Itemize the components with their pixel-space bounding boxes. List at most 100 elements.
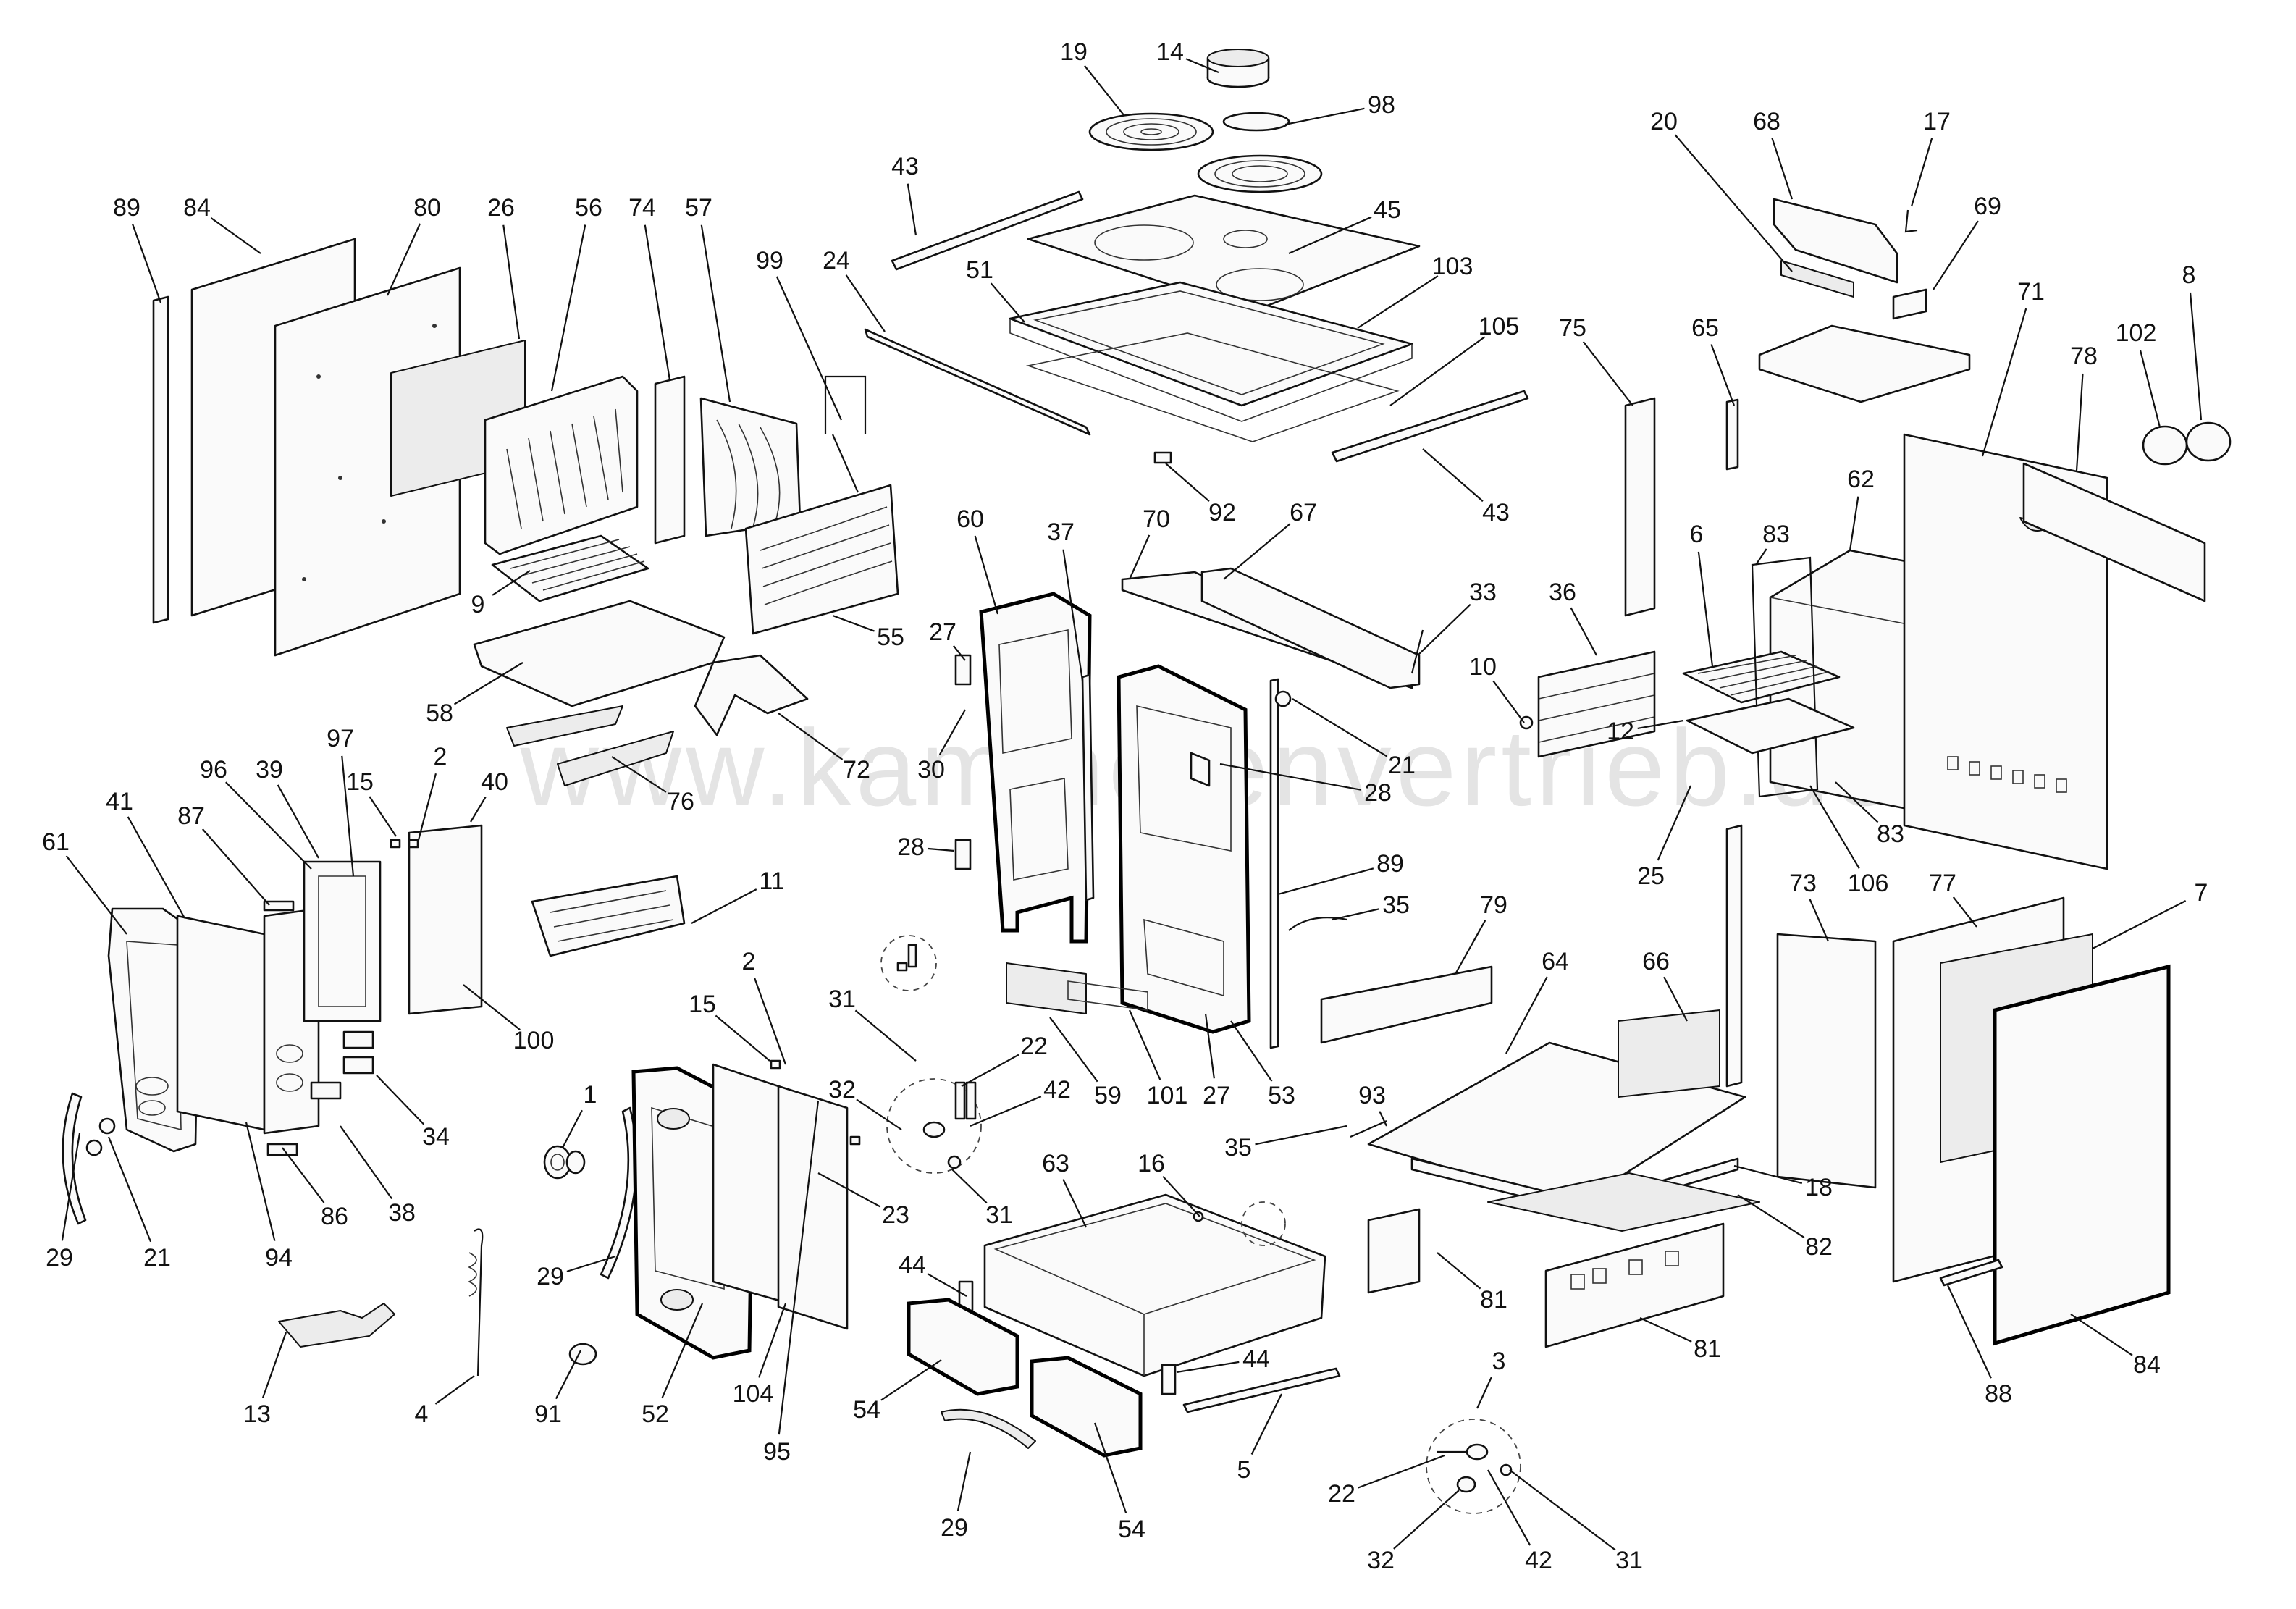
part-number: 100 xyxy=(513,1027,555,1054)
leader-line xyxy=(754,978,787,1065)
part-number: 5 xyxy=(1237,1456,1251,1484)
part-label-89: 89 xyxy=(113,194,162,303)
part-number: 67 xyxy=(1290,499,1317,526)
leader-line xyxy=(1849,496,1859,551)
leader-line xyxy=(1128,1009,1161,1080)
flue-collar-part xyxy=(1206,49,1270,88)
leader-line xyxy=(1389,336,1486,406)
leader-line xyxy=(1437,1252,1481,1290)
front-rod-part xyxy=(864,328,1091,436)
part-number: 7 xyxy=(2195,879,2208,907)
part-number: 93 xyxy=(1358,1082,1386,1109)
part-number: 33 xyxy=(1469,579,1497,606)
firebox-side-profile xyxy=(654,375,686,545)
leader-line xyxy=(1379,1111,1387,1127)
drawer-front-right xyxy=(1030,1356,1143,1458)
part-label-92: 92 xyxy=(1165,463,1236,526)
screw-part-d xyxy=(849,1135,861,1146)
part-label-72: 72 xyxy=(778,713,870,784)
part-label-103: 103 xyxy=(1357,253,1473,329)
vertical-post-part xyxy=(1725,824,1743,1088)
part-label-10: 10 xyxy=(1469,653,1525,723)
leader-line xyxy=(1223,523,1291,580)
part-number: 56 xyxy=(575,194,602,222)
part-label-66: 66 xyxy=(1642,948,1688,1022)
leader-line xyxy=(1255,1125,1347,1146)
leader-line xyxy=(1162,1175,1200,1217)
part-label-70: 70 xyxy=(1128,505,1170,580)
part-number: 45 xyxy=(1374,196,1401,224)
leader-line xyxy=(2139,349,2161,428)
part-number: 42 xyxy=(1525,1547,1552,1574)
leader-line xyxy=(1637,719,1684,730)
front-frame-assembly xyxy=(954,592,1347,1049)
leader-line xyxy=(210,217,261,254)
part-number: 89 xyxy=(113,194,140,222)
part-label-28: 28 xyxy=(897,833,955,861)
control-door-clip xyxy=(263,900,295,912)
leader-line xyxy=(1165,463,1210,503)
part-label-96: 96 xyxy=(200,756,312,870)
leader-line xyxy=(1250,1393,1282,1455)
leader-line xyxy=(1657,785,1692,861)
leader-line xyxy=(2075,373,2084,471)
hob-frame-part xyxy=(1009,281,1413,422)
part-label-80: 80 xyxy=(386,194,441,296)
leader-line xyxy=(990,282,1025,323)
part-label-16: 16 xyxy=(1138,1150,1200,1217)
leader-line xyxy=(1674,134,1793,272)
ash-pan-part xyxy=(473,600,726,707)
part-number: 95 xyxy=(763,1438,791,1466)
hinge-plate-part xyxy=(266,1143,298,1156)
part-label-34: 34 xyxy=(376,1075,450,1151)
leader-line xyxy=(341,755,355,877)
knob-lower xyxy=(85,1139,103,1156)
part-label-36: 36 xyxy=(1549,579,1597,656)
leader-line xyxy=(1582,341,1633,406)
part-number: 84 xyxy=(183,194,211,222)
part-label-63: 63 xyxy=(1042,1150,1087,1228)
leader-line xyxy=(644,224,671,381)
leader-line xyxy=(1733,1164,1803,1185)
part-label-45: 45 xyxy=(1288,196,1401,255)
front-grate-part xyxy=(744,484,899,635)
leader-line xyxy=(778,713,844,760)
part-label-81: 81 xyxy=(1639,1317,1721,1363)
flue-strip-part xyxy=(1624,397,1656,617)
part-number: 55 xyxy=(877,623,904,651)
leader-line xyxy=(245,1122,276,1241)
leader-line xyxy=(492,570,531,596)
leader-line xyxy=(1084,65,1125,117)
thermometer-part xyxy=(468,1228,484,1377)
part-label-100: 100 xyxy=(463,984,555,1054)
part-label-5: 5 xyxy=(1237,1393,1282,1484)
part-label-29: 29 xyxy=(537,1255,616,1290)
leader-line xyxy=(1393,1490,1460,1550)
part-label-13: 13 xyxy=(243,1332,287,1428)
base-panel-right xyxy=(1544,1222,1725,1348)
pull-rod-upper xyxy=(1288,917,1347,931)
part-label-4: 4 xyxy=(415,1375,475,1428)
part-label-56: 56 xyxy=(550,194,602,392)
part-label-42: 42 xyxy=(1487,1469,1552,1574)
part-number: 75 xyxy=(1559,314,1586,342)
part-label-37: 37 xyxy=(1047,518,1084,681)
part-number: 22 xyxy=(1328,1480,1355,1508)
leader-line xyxy=(880,1359,942,1401)
part-number: 61 xyxy=(42,828,70,856)
leader-line xyxy=(951,1169,988,1204)
part-number: 65 xyxy=(1691,314,1719,342)
part-number: 31 xyxy=(985,1201,1013,1229)
part-number: 88 xyxy=(1985,1380,2012,1408)
leader-line xyxy=(1981,308,2027,457)
leader-line xyxy=(463,984,521,1030)
part-label-14: 14 xyxy=(1156,38,1219,74)
part-label-19: 19 xyxy=(1060,38,1125,117)
leader-line xyxy=(1422,448,1484,503)
part-label-64: 64 xyxy=(1505,948,1569,1054)
part-number: 12 xyxy=(1607,718,1634,745)
latch-part-lower xyxy=(954,839,972,870)
leader-line xyxy=(1284,107,1365,126)
leader-line xyxy=(1487,1469,1531,1546)
